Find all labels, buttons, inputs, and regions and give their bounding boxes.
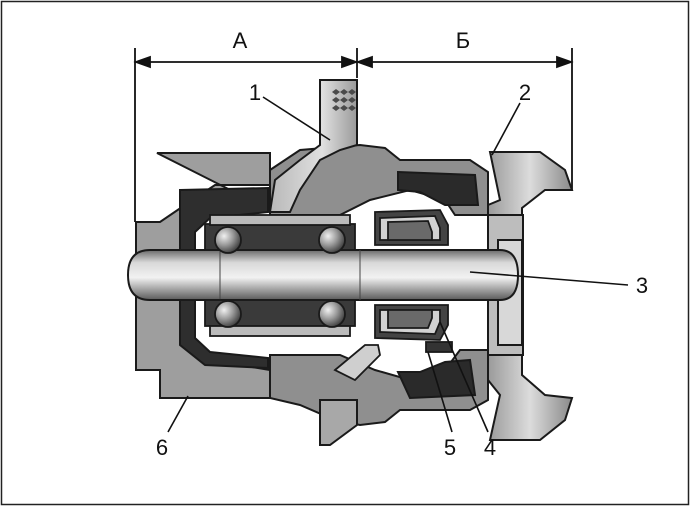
dimension-lines [133,48,574,222]
callout-2: 2 [519,80,531,105]
callout-5: 5 [444,435,456,460]
coolant-channel [333,344,381,382]
impeller-hub-flange [268,79,358,446]
callout-leaders [167,96,629,433]
callout-4: 4 [484,435,496,460]
dimension-label-b: Б [456,28,470,53]
dimension-label-a: А [233,28,248,53]
callout-3: 3 [636,273,648,298]
bearing-assembly [204,214,356,337]
pump-shaft [126,249,520,301]
shaft-seal [374,209,453,353]
callout-6: 6 [156,435,168,460]
callout-1: 1 [249,80,261,105]
